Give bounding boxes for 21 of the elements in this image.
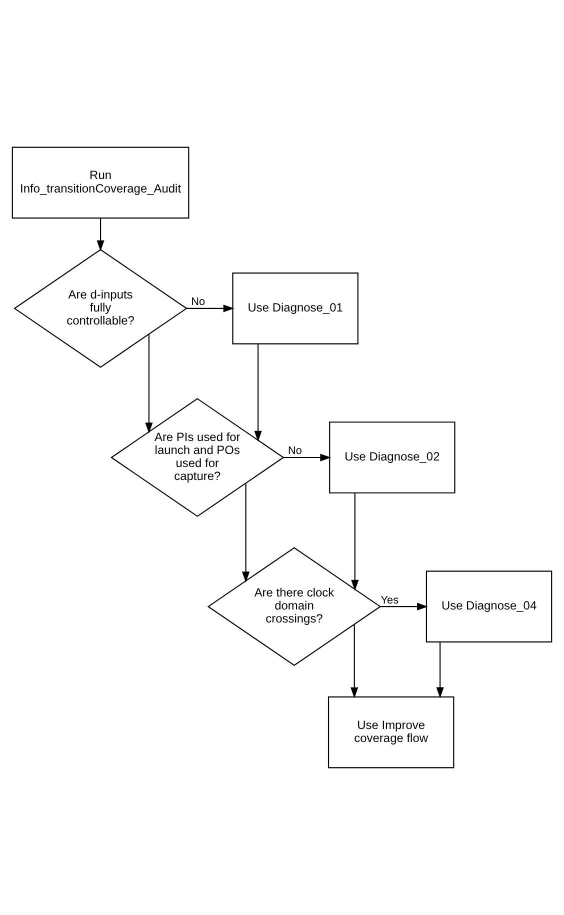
arrow — [436, 642, 444, 698]
node-box: Use Improve coverage flow — [328, 696, 454, 768]
arrow — [96, 218, 104, 252]
arrow — [186, 304, 234, 312]
node-diamond: Are d-inputs fully controllable? — [14, 248, 188, 368]
edge-label: No — [191, 296, 206, 308]
node-box: Run Info_transitionCoverage_Audit — [12, 146, 190, 219]
node-box: Use Diagnose_04 — [426, 570, 552, 642]
node-box: Use Diagnose_02 — [329, 422, 456, 494]
arrow — [242, 483, 250, 583]
node-diamond: Are there clock domain crossings? — [207, 547, 382, 666]
arrow — [254, 344, 262, 442]
edge-label: Yes — [380, 594, 399, 606]
arrow — [145, 334, 153, 434]
arrow — [283, 454, 332, 462]
arrow — [351, 493, 359, 591]
node-diamond: Are PIs used for launch and POs used for capture? — [110, 398, 284, 517]
node-box: Use Diagnose_01 — [232, 272, 358, 344]
arrow — [380, 602, 428, 610]
edge-label: No — [288, 445, 302, 458]
arrow — [350, 624, 358, 698]
